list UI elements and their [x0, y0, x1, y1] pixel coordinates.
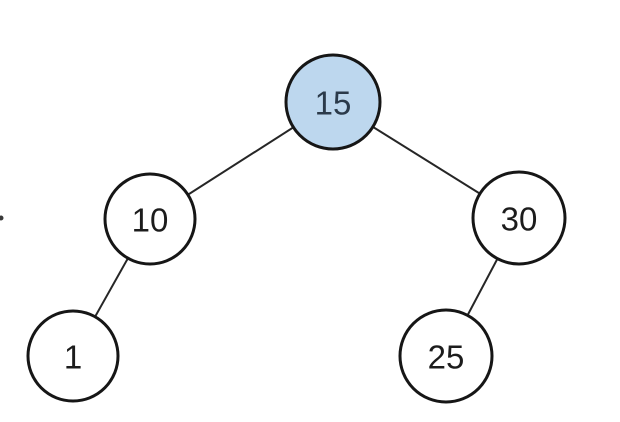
tree-node-label-1: 1	[64, 339, 82, 376]
tree-node-25	[398, 308, 494, 404]
tree-node-label-25: 25	[428, 339, 465, 376]
clipped-left-edge-mark	[0, 215, 4, 221]
tree-node-label-30: 30	[501, 201, 538, 238]
tree-node-1	[26, 309, 120, 403]
tree-node-10	[103, 172, 197, 266]
tree-node-label-10: 10	[132, 202, 169, 239]
tree-node-15-highlighted	[284, 53, 382, 151]
tree-node-30	[471, 170, 567, 266]
tree-node-label-15: 15	[315, 85, 352, 122]
